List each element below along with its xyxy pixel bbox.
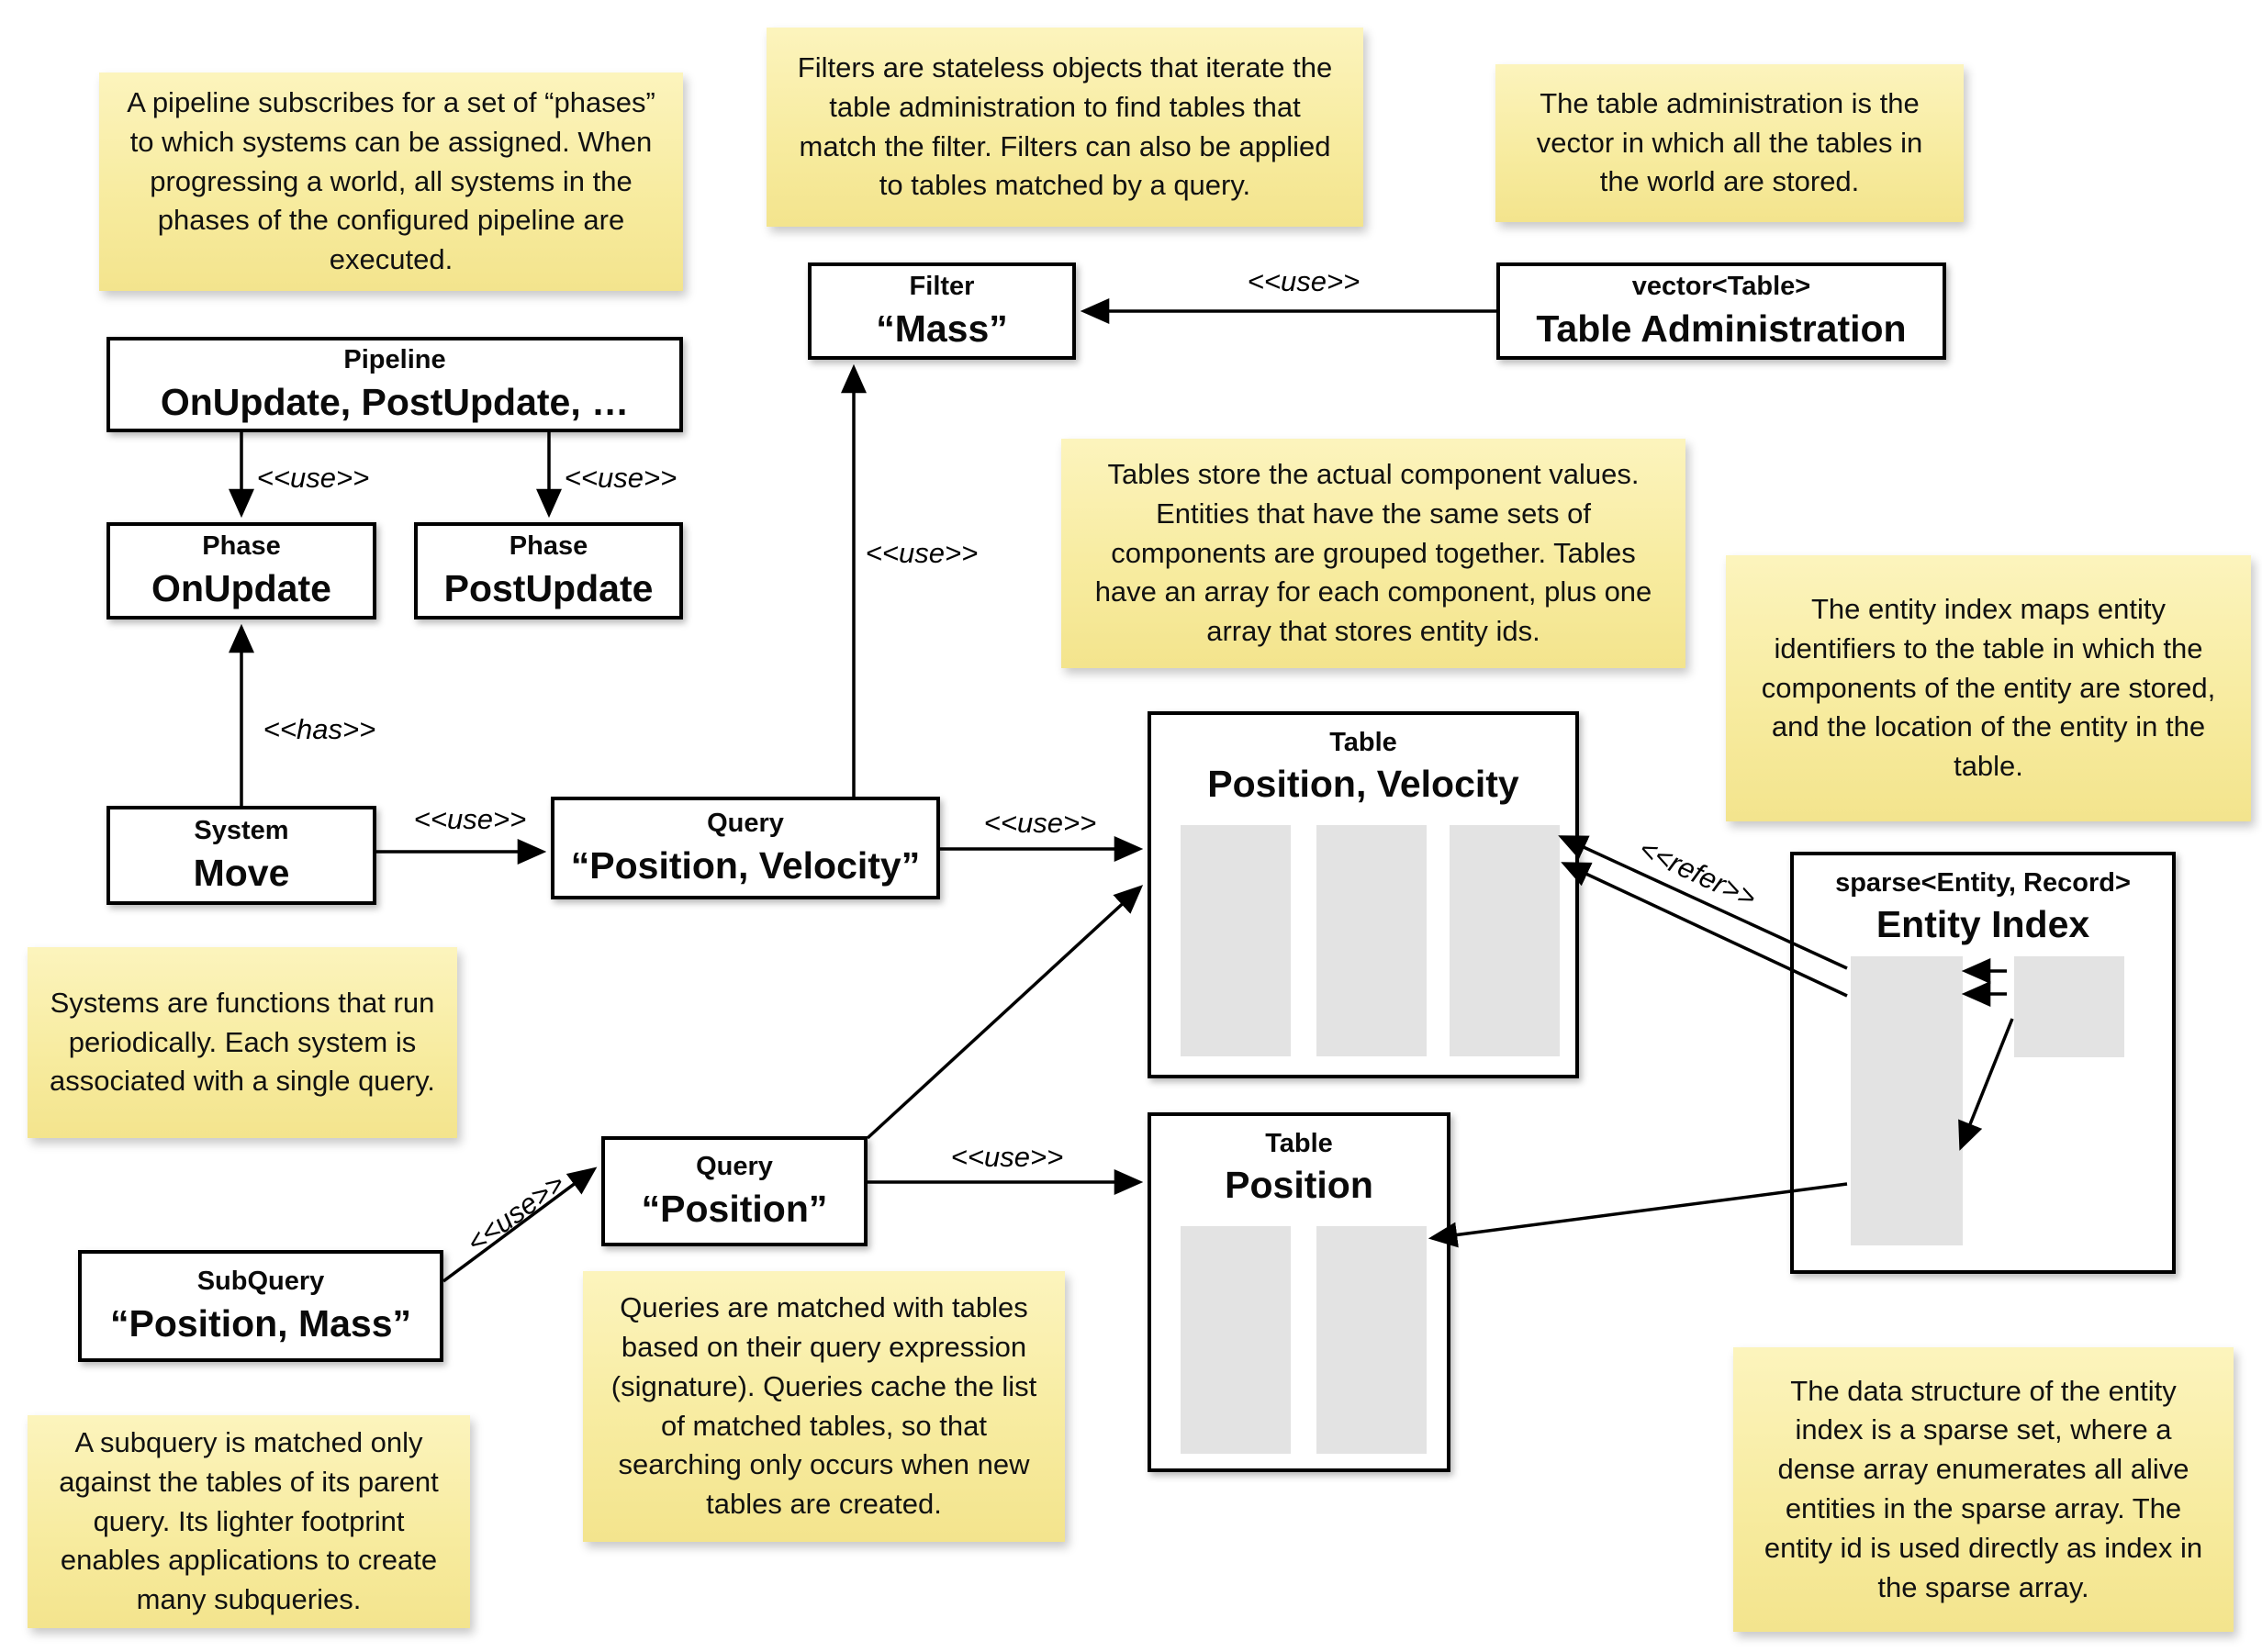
component-array bbox=[1450, 825, 1560, 1056]
phase-postupdate-name: PostUpdate bbox=[443, 566, 654, 609]
phase-onupdate-name: OnUpdate bbox=[151, 566, 331, 609]
subquery-name: “Position, Mass” bbox=[109, 1301, 412, 1345]
note-systems: Systems are functions that run periodica… bbox=[28, 947, 457, 1138]
table-position-velocity-box: Table Position, Velocity bbox=[1148, 711, 1579, 1078]
subquery-box: SubQuery “Position, Mass” bbox=[78, 1250, 443, 1362]
phase-postupdate-stereotype: Phase bbox=[509, 531, 588, 562]
query-position-velocity-box: Query “Position, Velocity” bbox=[551, 797, 940, 899]
component-array bbox=[1316, 1226, 1427, 1454]
label-use-pipeline-onupdate: <<use>> bbox=[256, 462, 370, 494]
pipeline-box: Pipeline OnUpdate, PostUpdate, … bbox=[106, 337, 683, 432]
system-move-stereotype: System bbox=[194, 816, 289, 846]
sparse-array bbox=[1851, 956, 1963, 1245]
component-array bbox=[1316, 825, 1427, 1056]
table-administration-box: vector<Table> Table Administration bbox=[1496, 262, 1946, 360]
label-use-tableadmin-filter: <<use>> bbox=[1247, 265, 1361, 297]
filter-mass-stereotype: Filter bbox=[909, 272, 975, 302]
subquery-stereotype: SubQuery bbox=[196, 1267, 325, 1297]
dense-array bbox=[2014, 956, 2124, 1057]
table-position-stereotype: Table bbox=[1265, 1129, 1333, 1158]
phase-onupdate-box: Phase OnUpdate bbox=[106, 522, 376, 620]
note-sparse-set: The data structure of the entity index i… bbox=[1733, 1347, 2234, 1632]
query-position-velocity-name: “Position, Velocity” bbox=[570, 843, 921, 887]
entity-index-name: Entity Index bbox=[1876, 903, 2090, 946]
label-use-query-filter: <<use>> bbox=[865, 537, 979, 569]
entity-index-box: sparse<Entity, Record> Entity Index bbox=[1790, 852, 2176, 1274]
table-position-velocity-name: Position, Velocity bbox=[1207, 763, 1519, 806]
pipeline-stereotype: Pipeline bbox=[343, 345, 446, 375]
entity-index-stereotype: sparse<Entity, Record> bbox=[1835, 868, 2131, 898]
table-administration-name: Table Administration bbox=[1536, 307, 1907, 350]
label-has-move-phase: <<has>> bbox=[263, 713, 376, 745]
phase-postupdate-box: Phase PostUpdate bbox=[414, 522, 683, 620]
label-refer-entityindex-tablepv: <<refer>> bbox=[1634, 832, 1762, 915]
query-position-stereotype: Query bbox=[696, 1152, 773, 1182]
system-move-name: Move bbox=[193, 851, 290, 894]
table-position-box: Table Position bbox=[1148, 1112, 1450, 1472]
label-use-subquery-querypos: <<use>> bbox=[460, 1166, 571, 1259]
note-tables: Tables store the actual component values… bbox=[1061, 439, 1685, 668]
note-queries: Queries are matched with tables based on… bbox=[583, 1271, 1065, 1542]
system-move-box: System Move bbox=[106, 806, 376, 905]
label-use-move-query: <<use>> bbox=[413, 803, 527, 835]
note-subquery: A subquery is matched only against the t… bbox=[28, 1415, 470, 1628]
note-filters: Filters are stateless objects that itera… bbox=[767, 28, 1363, 227]
label-use-pipeline-postupdate: <<use>> bbox=[564, 462, 677, 494]
edge-querypos-use-tablepv bbox=[866, 885, 1144, 1140]
component-array bbox=[1181, 1226, 1291, 1454]
table-administration-stereotype: vector<Table> bbox=[1631, 272, 1811, 302]
note-table-administration: The table administration is the vector i… bbox=[1495, 64, 1964, 222]
query-position-name: “Position” bbox=[641, 1187, 828, 1230]
filter-mass-name: “Mass” bbox=[876, 307, 1008, 350]
note-entity-index: The entity index maps entity identifiers… bbox=[1726, 555, 2251, 821]
component-array bbox=[1181, 825, 1291, 1056]
table-position-name: Position bbox=[1225, 1164, 1373, 1207]
phase-onupdate-stereotype: Phase bbox=[202, 531, 281, 562]
label-use-querypv-tablepv: <<use>> bbox=[983, 807, 1097, 839]
filter-mass-box: Filter “Mass” bbox=[808, 262, 1076, 360]
pipeline-name: OnUpdate, PostUpdate, … bbox=[160, 380, 630, 423]
query-position-velocity-stereotype: Query bbox=[707, 809, 784, 839]
label-use-querypos-tablepos: <<use>> bbox=[950, 1141, 1064, 1173]
note-pipeline: A pipeline subscribes for a set of “phas… bbox=[99, 73, 683, 291]
edge-entityindex-to-tablepos bbox=[1428, 1182, 1848, 1248]
query-position-box: Query “Position” bbox=[601, 1136, 868, 1246]
table-position-velocity-stereotype: Table bbox=[1329, 728, 1397, 757]
